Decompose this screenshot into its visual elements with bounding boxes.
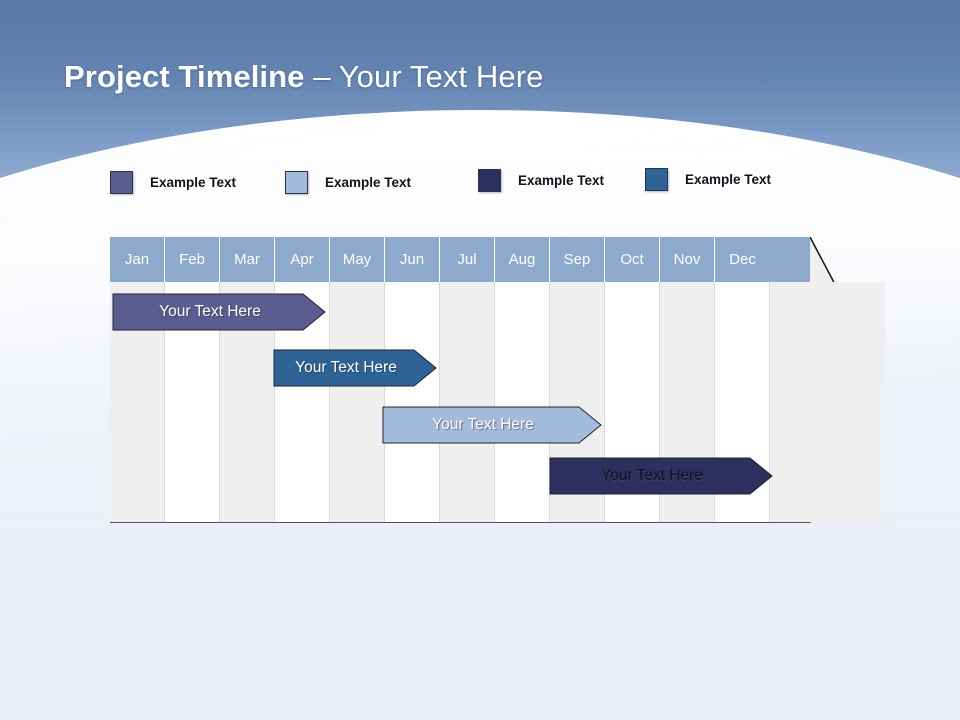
legend-item-3: Example Text <box>478 169 604 192</box>
timeline-tail-fill <box>770 282 885 522</box>
timeline-bar-2[interactable]: Your Text Here <box>273 349 437 387</box>
column-separator <box>604 282 605 522</box>
month-header-aug[interactable]: Aug <box>495 237 550 282</box>
month-header-dec[interactable]: Dec <box>715 237 770 282</box>
month-header-jul[interactable]: Jul <box>440 237 495 282</box>
month-header-sep[interactable]: Sep <box>550 237 605 282</box>
legend-item-2: Example Text <box>285 171 411 194</box>
month-header-nov[interactable]: Nov <box>660 237 715 282</box>
column-separator <box>769 282 770 522</box>
legend: Example Text Example Text Example Text Exam… <box>110 166 870 198</box>
page-title-strong: Project Timeline <box>64 59 305 94</box>
legend-item-label: Example Text <box>325 175 412 190</box>
decorative-arc <box>0 118 960 720</box>
month-header-jun[interactable]: Jun <box>385 237 440 282</box>
column-separator <box>549 282 550 522</box>
page-title-light: – Your Text Here <box>304 59 544 94</box>
legend-item-label: Example Text <box>685 172 772 187</box>
column-separator <box>164 282 165 522</box>
timeline-bar-label: Your Text Here <box>432 416 534 433</box>
month-column-may <box>330 282 385 522</box>
page-title: Project Timeline – Your Text Here <box>64 59 543 95</box>
column-separator <box>274 282 275 522</box>
column-separator <box>659 282 660 522</box>
timeline-bar-shape <box>382 406 602 444</box>
month-header-tail <box>770 237 810 282</box>
legend-item-label: Example Text <box>150 175 237 190</box>
timeline-bar-shape <box>273 349 437 387</box>
legend-swatch-icon <box>478 169 501 192</box>
month-column-jun <box>385 282 440 522</box>
legend-swatch-icon <box>110 171 133 194</box>
month-header-oct[interactable]: Oct <box>605 237 660 282</box>
timeline-bar-label: Your Text Here <box>601 467 703 484</box>
column-separator <box>219 282 220 522</box>
legend-item-4: Example Text <box>645 168 771 191</box>
column-separator <box>439 282 440 522</box>
legend-item-label: Example Text <box>518 173 605 188</box>
month-header-apr[interactable]: Apr <box>275 237 330 282</box>
month-header-feb[interactable]: Feb <box>165 237 220 282</box>
legend-item-1: Example Text <box>110 171 236 194</box>
month-column-aug <box>495 282 550 522</box>
month-column-jul <box>440 282 495 522</box>
column-separator <box>329 282 330 522</box>
timeline-bar-shape <box>112 293 326 331</box>
column-separator <box>494 282 495 522</box>
timeline-bar-label: Your Text Here <box>295 359 397 376</box>
timeline-bar-3[interactable]: Your Text Here <box>382 406 602 444</box>
column-separator <box>714 282 715 522</box>
month-header-jan[interactable]: Jan <box>110 237 165 282</box>
month-header-may[interactable]: May <box>330 237 385 282</box>
timeline-bar-shape <box>549 457 773 495</box>
timeline-bar-1[interactable]: Your Text Here <box>112 293 326 331</box>
timeline-bar-label: Your Text Here <box>159 303 261 320</box>
timeline-bar-4[interactable]: Your Text Here <box>549 457 773 495</box>
column-separator <box>384 282 385 522</box>
month-header-mar[interactable]: Mar <box>220 237 275 282</box>
legend-swatch-icon <box>645 168 668 191</box>
legend-swatch-icon <box>285 171 308 194</box>
